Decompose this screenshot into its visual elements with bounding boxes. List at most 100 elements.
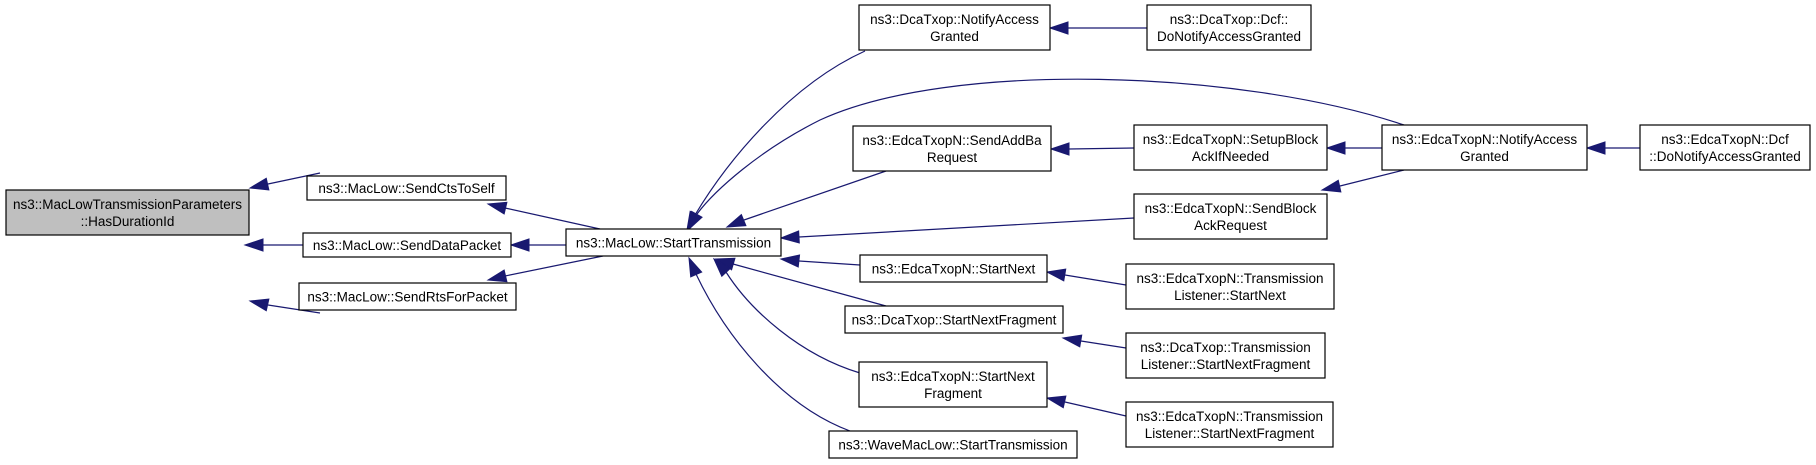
node-label-line: ::DoNotifyAccessGranted	[1649, 149, 1801, 164]
node-edca-startnext[interactable]: ns3::EdcaTxopN::StartNext	[859, 254, 1048, 283]
node-edca-notify[interactable]: ns3::EdcaTxopN::NotifyAccessGranted	[1381, 124, 1588, 171]
arrowhead	[248, 177, 270, 191]
node-label-line: ns3::WaveMacLow::StartTransmission	[838, 438, 1067, 453]
node-label-line: ns3::EdcaTxopN::StartNext	[871, 369, 1035, 384]
arrowhead	[712, 257, 732, 278]
arrowhead	[1061, 334, 1083, 348]
node-label-line: Fragment	[924, 386, 982, 401]
edge-dca_dcf-to-dca_notify	[1048, 21, 1147, 35]
node-edca-tl-startnextfrag[interactable]: ns3::EdcaTxopN::TransmissionListener::St…	[1125, 401, 1334, 448]
arrowhead	[1048, 21, 1069, 35]
node-box	[1146, 4, 1312, 51]
node-box	[565, 228, 782, 257]
node-box	[1381, 124, 1588, 171]
edge-edca_notify-to-edca_setup	[1325, 141, 1382, 155]
arrowhead	[1049, 142, 1070, 156]
node-label-line: ns3::MacLow::SendDataPacket	[313, 238, 502, 253]
edge-dca_startnextfrag-to-start_tx	[714, 257, 887, 307]
edge-edca_startnextfrag-to-start_tx	[712, 257, 861, 374]
edge-line	[1068, 147, 1135, 150]
node-label-line: ns3::EdcaTxopN::SendAddBa	[862, 133, 1042, 148]
edge-line	[504, 255, 604, 277]
node-box	[828, 430, 1078, 459]
node-edca-tl-startnext[interactable]: ns3::EdcaTxopN::TransmissionListener::St…	[1125, 263, 1335, 310]
node-box	[859, 254, 1048, 283]
arrowhead	[248, 298, 270, 312]
edge-edca_sendblock-to-start_tx	[779, 217, 1135, 244]
node-label-line: Listener::StartNext	[1174, 288, 1286, 303]
edge-edca_setup-to-edca_addba	[1049, 142, 1135, 156]
node-box	[1125, 401, 1334, 448]
node-box	[302, 232, 512, 258]
node-label-line: ns3::MacLow::SendRtsForPacket	[307, 290, 508, 305]
edge-start_tx-to-send_data	[509, 238, 566, 252]
node-edca-dcf[interactable]: ns3::EdcaTxopN::Dcf::DoNotifyAccessGrant…	[1639, 124, 1811, 171]
node-label-line: ns3::MacLow::StartTransmission	[576, 236, 771, 251]
arrowhead	[509, 238, 530, 252]
arrowhead	[486, 201, 508, 215]
node-box	[306, 175, 507, 201]
arrowhead	[725, 213, 747, 228]
node-label-line: ns3::EdcaTxopN::Dcf	[1661, 132, 1789, 147]
node-label-line: ns3::MacLowTransmissionParameters	[13, 197, 242, 212]
node-box	[852, 125, 1052, 172]
node-label-line: ns3::DcaTxop::Transmission	[1140, 340, 1311, 355]
edge-send_cts-to-root	[248, 172, 321, 191]
node-wave-starttx[interactable]: ns3::WaveMacLow::StartTransmission	[828, 430, 1078, 459]
node-box	[5, 189, 250, 236]
node-box	[858, 361, 1048, 408]
edge-line	[696, 78, 1405, 215]
edge-line	[743, 170, 887, 221]
node-send-data[interactable]: ns3::MacLow::SendDataPacket	[302, 232, 512, 258]
arrowhead	[486, 269, 508, 283]
node-label-line: ns3::EdcaTxopN::StartNext	[872, 262, 1036, 277]
node-dca-tl-startnextfrag[interactable]: ns3::DcaTxop::TransmissionListener::Star…	[1125, 332, 1326, 379]
node-edca-startnextfrag[interactable]: ns3::EdcaTxopN::StartNextFragment	[858, 361, 1048, 408]
node-label-line: Granted	[930, 29, 979, 44]
node-send-rts[interactable]: ns3::MacLow::SendRtsForPacket	[298, 282, 517, 311]
node-box	[1133, 124, 1328, 171]
edge-line	[1064, 274, 1127, 286]
node-label-line: AckRequest	[1194, 218, 1267, 233]
node-label-line: DoNotifyAccessGranted	[1157, 29, 1301, 44]
node-label-line: ns3::DcaTxop::StartNextFragment	[852, 313, 1057, 328]
node-label-line: ns3::EdcaTxopN::SetupBlock	[1143, 132, 1319, 147]
node-label-line: ns3::DcaTxop::NotifyAccess	[870, 12, 1039, 27]
node-box	[298, 282, 517, 311]
edge-line	[267, 304, 321, 314]
node-root[interactable]: ns3::MacLowTransmissionParameters::HasDu…	[5, 189, 250, 236]
node-send-cts[interactable]: ns3::MacLow::SendCtsToSelf	[306, 175, 507, 201]
edge-edca_notify-to-edca_sendblock	[1320, 169, 1405, 193]
edge-line	[694, 50, 866, 216]
node-box	[1133, 193, 1328, 240]
arrowhead	[1045, 268, 1067, 282]
node-label-line: Listener::StartNextFragment	[1141, 357, 1311, 372]
edge-line	[504, 207, 601, 230]
node-box	[844, 305, 1064, 334]
node-label-line: Request	[927, 150, 978, 165]
arrowhead	[1320, 179, 1342, 193]
node-label-line: ns3::MacLow::SendCtsToSelf	[318, 181, 495, 196]
edge-edca_notify-to-start_tx	[687, 78, 1405, 232]
arrowhead	[1325, 141, 1346, 155]
edge-edca_dcf-to-edca_notify	[1585, 141, 1640, 155]
node-dca-startnextfrag[interactable]: ns3::DcaTxop::StartNextFragment	[844, 305, 1064, 334]
node-start-tx[interactable]: ns3::MacLow::StartTransmission	[565, 228, 782, 257]
edge-line	[267, 172, 321, 185]
arrowhead	[243, 238, 264, 252]
node-box	[858, 4, 1051, 51]
node-box	[1125, 263, 1335, 310]
node-label-line: ns3::EdcaTxopN::NotifyAccess	[1392, 132, 1578, 147]
edge-line	[798, 260, 861, 266]
node-dca-notify[interactable]: ns3::DcaTxop::NotifyAccessGranted	[858, 4, 1051, 51]
arrowhead	[688, 256, 703, 278]
nodes-layer: ns3::MacLowTransmissionParameters::HasDu…	[5, 4, 1811, 459]
node-dca-dcf[interactable]: ns3::DcaTxop::Dcf::DoNotifyAccessGranted	[1146, 4, 1312, 51]
arrowhead	[779, 230, 800, 244]
node-label-line: ::HasDurationId	[81, 214, 175, 229]
edge-line	[695, 273, 851, 432]
